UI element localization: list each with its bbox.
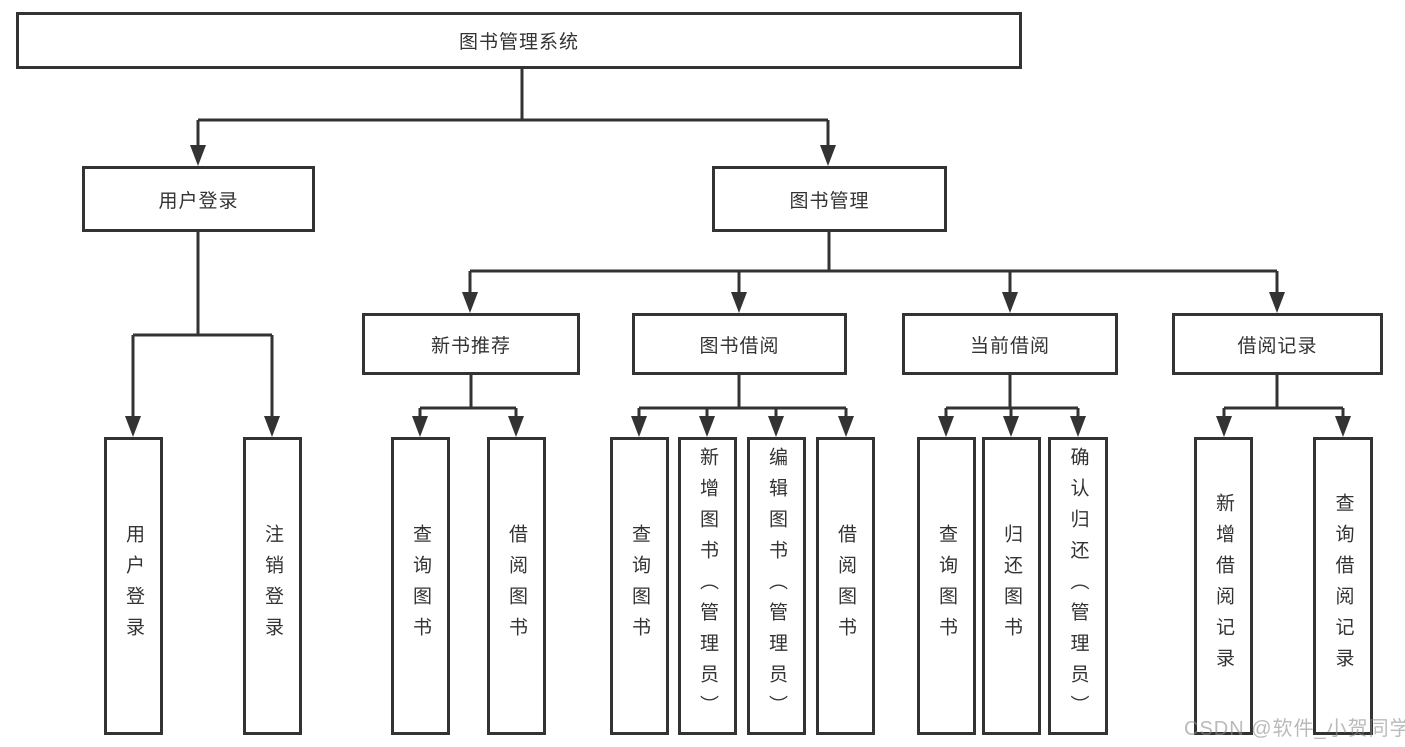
leaf-bb-add-book: 新增图书（管理员） <box>678 437 737 735</box>
node-root-system: 图书管理系统 <box>16 12 1022 69</box>
leaf-cb-return-book: 归还图书 <box>982 437 1041 735</box>
leaf-br-query-record: 查询借阅记录 <box>1313 437 1373 735</box>
leaf-cb-query-book: 查询图书 <box>917 437 976 735</box>
leaf-br-add-record: 新增借阅记录 <box>1194 437 1253 735</box>
csdn-watermark: CSDN @软件_小贺同学 <box>1184 718 1405 740</box>
node-book-management: 图书管理 <box>712 166 947 232</box>
node-book-borrow: 图书借阅 <box>632 313 847 375</box>
node-borrow-records: 借阅记录 <box>1172 313 1383 375</box>
leaf-nbr-query-book: 查询图书 <box>391 437 450 735</box>
node-user-login: 用户登录 <box>82 166 315 232</box>
leaf-nbr-borrow-book: 借阅图书 <box>487 437 546 735</box>
leaf-bb-borrow-book: 借阅图书 <box>816 437 875 735</box>
leaf-bb-query-book: 查询图书 <box>610 437 669 735</box>
arrowheads <box>125 145 1351 437</box>
leaf-logout: 注销登录 <box>243 437 302 735</box>
node-current-borrow: 当前借阅 <box>902 313 1118 375</box>
node-new-book-recommend: 新书推荐 <box>362 313 580 375</box>
leaf-cb-confirm-return: 确认归还（管理员） <box>1048 437 1108 735</box>
leaf-bb-edit-book: 编辑图书（管理员） <box>747 437 806 735</box>
leaf-user-login: 用户登录 <box>104 437 163 735</box>
